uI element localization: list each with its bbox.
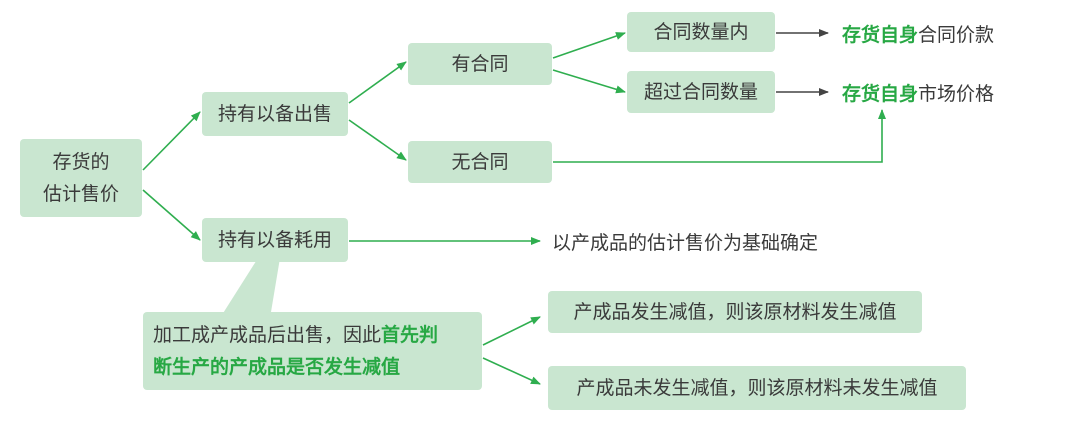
within-quantity-node: 合同数量内 [627, 12, 775, 52]
arrow-note-to-impaired [482, 316, 541, 346]
arrow-sale-to-contract [348, 61, 407, 104]
not-impaired-node: 产成品未发生减值，则该原材料未发生减值 [548, 366, 966, 410]
arrow-sale-to-nocontract [348, 119, 407, 161]
note-callout: 加工成产成品后出售，因此首先判 断生产的产成品是否发生减值 [143, 312, 482, 390]
outcome-use-basis: 以产成品的估计售价为基础确定 [552, 232, 819, 254]
hold-for-use-node: 持有以备耗用 [202, 218, 348, 262]
impaired-node: 产成品发生减值，则该原材料发生减值 [548, 291, 922, 333]
arrow-nocontract-to-market [553, 109, 886, 163]
outcome-market-price: 存货自身市场价格 [842, 83, 995, 105]
arrow-note-to-not-impaired [482, 357, 541, 385]
note-callout-pointer [220, 258, 280, 318]
arrow-contract-to-exceed [552, 69, 626, 94]
arrow-root-to-sale [142, 111, 201, 171]
hold-for-sale-node: 持有以备出售 [202, 92, 348, 136]
exceed-quantity-node: 超过合同数量 [627, 71, 775, 113]
arrow-contract-to-within [552, 32, 626, 59]
arrow-root-to-use [142, 189, 201, 241]
outcome-contract-price: 存货自身合同价款 [842, 24, 995, 46]
no-contract-node: 无合同 [408, 141, 552, 183]
with-contract-node: 有合同 [408, 43, 552, 85]
root-node: 存货的 估计售价 [20, 139, 142, 217]
